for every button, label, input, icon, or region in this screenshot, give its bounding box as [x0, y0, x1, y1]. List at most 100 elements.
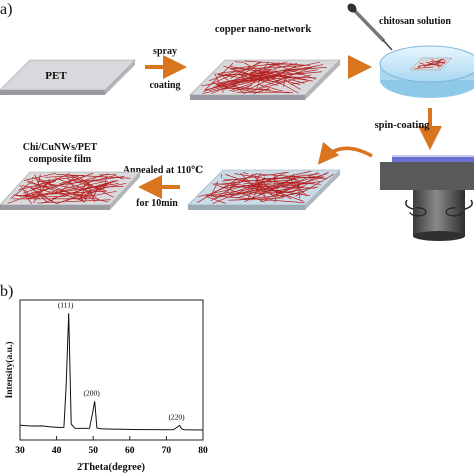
nanowire: [425, 61, 440, 66]
nanowire: [263, 177, 304, 179]
nanowire: [37, 176, 79, 183]
nanowire: [438, 61, 446, 64]
nanowire: [204, 63, 234, 91]
nanowire: [253, 88, 270, 94]
nanowire: [228, 67, 302, 75]
nanowire: [219, 72, 245, 94]
nanowire: [414, 66, 434, 69]
x-tick-label: 50: [88, 446, 98, 456]
nanowire: [37, 177, 54, 187]
nanowire: [244, 74, 312, 94]
nanowire: [234, 61, 244, 63]
nanowire: [65, 186, 108, 202]
nanowire: [423, 62, 442, 67]
nanowire: [217, 74, 281, 83]
nanowire: [417, 65, 421, 69]
nanowire: [274, 180, 279, 203]
nanowire: [45, 182, 84, 191]
network-label: copper nano-network: [215, 24, 312, 35]
spray-label: spray: [153, 46, 177, 57]
nanowire: [205, 195, 226, 204]
nanowire: [207, 61, 263, 86]
nanowire: [69, 179, 108, 182]
nanowire: [243, 62, 299, 94]
nanowire: [252, 182, 296, 191]
pet-film: PET: [0, 59, 136, 95]
nanowire: [263, 61, 269, 69]
nanowire: [272, 63, 317, 80]
panel-b-label: b): [0, 283, 13, 300]
spin-label: spin-coating: [375, 120, 431, 131]
x-axis-label: 2Theta(degree): [77, 462, 146, 473]
nanowire: [244, 65, 257, 73]
nanowire: [290, 81, 309, 85]
nanowire: [18, 180, 56, 191]
nanowire: [435, 58, 445, 63]
nanowire: [216, 84, 260, 94]
pipette-icon: [347, 3, 393, 51]
nanowire: [103, 175, 108, 190]
nanowire: [242, 172, 249, 175]
nanowire: [42, 181, 104, 196]
nanowire: [68, 173, 109, 185]
anneal-time-label: for 10min: [136, 198, 178, 209]
x-tick-label: 30: [15, 446, 25, 456]
y-axis-label: Intensity(a.u.): [4, 341, 15, 398]
pet-label: PET: [45, 70, 67, 82]
nanowire: [19, 183, 66, 197]
nanowire: [253, 176, 278, 193]
nanowire: [258, 64, 324, 80]
petri-dish: [379, 45, 474, 98]
nanowire: [223, 188, 299, 196]
nanowire: [216, 79, 238, 85]
nanowire: [208, 74, 271, 92]
panel-a-label: a): [0, 1, 12, 18]
composite-label-2: composite film: [29, 154, 92, 165]
nanowire: [46, 183, 119, 195]
nanowire: [69, 174, 114, 198]
nanowire: [69, 193, 94, 196]
nanowire: [56, 173, 131, 179]
nanowire: [212, 69, 318, 88]
nanowire: [115, 175, 123, 180]
nanowire: [256, 68, 277, 71]
nanowire: [297, 181, 300, 199]
nanowire: [419, 62, 425, 65]
rotation-arrow-icon: [405, 199, 473, 210]
nanowire: [223, 88, 271, 91]
x-tick-label: 40: [52, 446, 62, 456]
plot-frame: [19, 299, 204, 441]
nanowire: [287, 81, 301, 90]
nanowire: [84, 190, 90, 203]
nanowire: [431, 58, 434, 62]
nanowire: [288, 177, 308, 197]
nanowire: [212, 171, 288, 205]
peak-annotation: (220): [168, 412, 185, 421]
spin-coater: [380, 155, 474, 241]
coated-film: [187, 169, 341, 210]
peak-annotation: (111): [58, 300, 74, 309]
nanowire: [25, 174, 116, 200]
anneal-label: Annealed at 110℃: [123, 165, 203, 176]
nanowire: [232, 85, 252, 93]
nanowire: [229, 73, 280, 92]
nanowire: [34, 180, 47, 188]
nanowire: [26, 180, 83, 202]
x-tick-label: 70: [162, 446, 172, 456]
copper-network-film: [189, 59, 341, 100]
nanowire: [273, 174, 276, 187]
nanowire: [267, 63, 293, 65]
nanowire: [255, 183, 276, 198]
peak-annotation: (200): [84, 388, 101, 397]
nanowire: [251, 176, 266, 201]
nanowire: [439, 60, 446, 67]
nanowire: [237, 193, 295, 201]
coating-label: coating: [149, 80, 180, 91]
nanowire: [305, 174, 327, 180]
nanowire: [81, 182, 127, 194]
nanowire: [251, 71, 314, 82]
nanowire: [295, 173, 335, 197]
nanowire: [225, 174, 304, 202]
nanowire-mesh: [201, 60, 327, 95]
